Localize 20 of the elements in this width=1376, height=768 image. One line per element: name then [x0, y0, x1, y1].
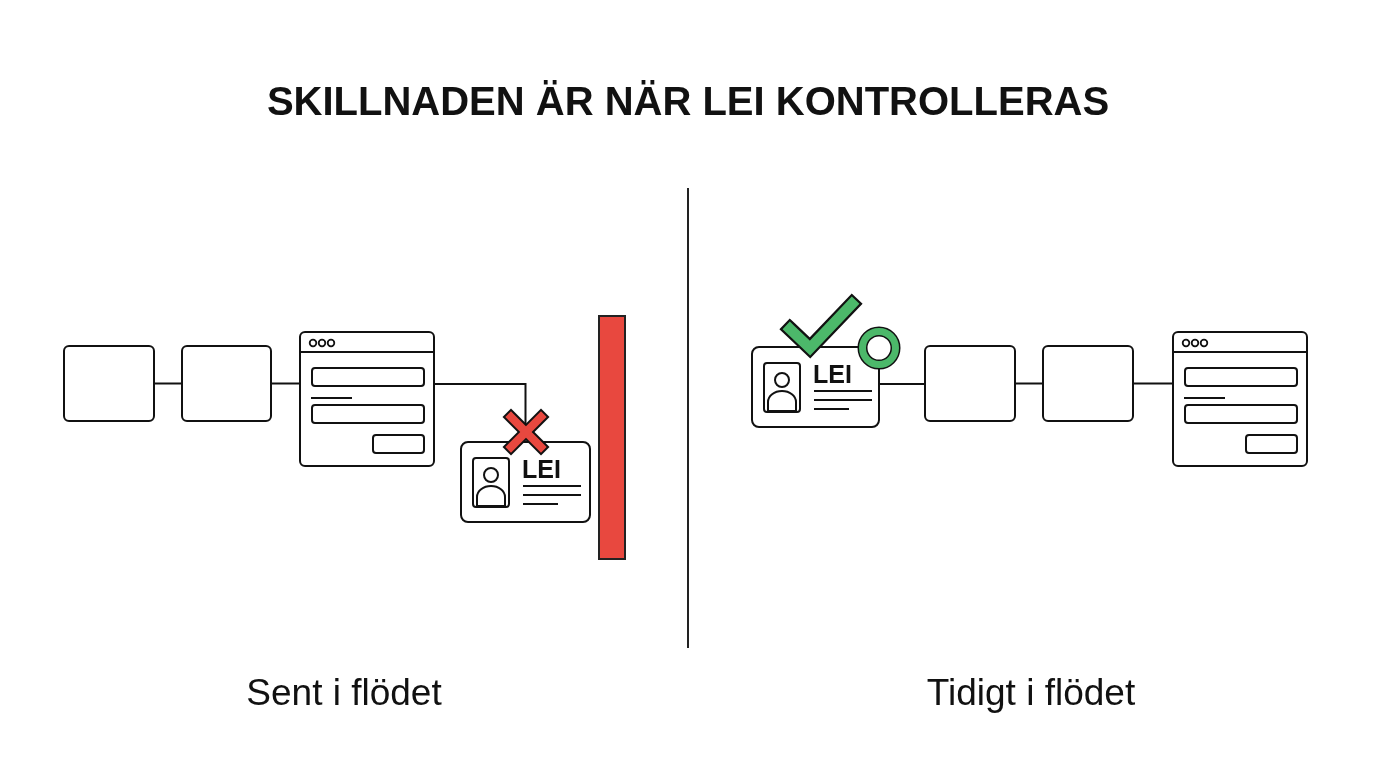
connector-line [1133, 382, 1173, 385]
process-box [63, 345, 155, 422]
form-window [1172, 331, 1308, 467]
connector-line [271, 382, 300, 385]
process-box [181, 345, 272, 422]
section-label: Sent i flödet [246, 671, 442, 715]
form-window [299, 331, 435, 467]
id-card [751, 346, 880, 428]
barrier-bar [598, 315, 626, 560]
diagram-title: SKILLNADEN ÄR NÄR LEI KONTROLLERAS [266, 78, 1110, 124]
connector-line [434, 383, 527, 425]
section-label: Tidigt i flödet [926, 671, 1136, 715]
id-card [460, 441, 591, 523]
card-label: LEI [522, 456, 561, 482]
process-box [924, 345, 1016, 422]
process-box [1042, 345, 1134, 422]
connector-line [154, 382, 182, 385]
card-label: LEI [813, 361, 852, 387]
connector-line [1015, 382, 1043, 385]
connector-line [879, 383, 925, 385]
